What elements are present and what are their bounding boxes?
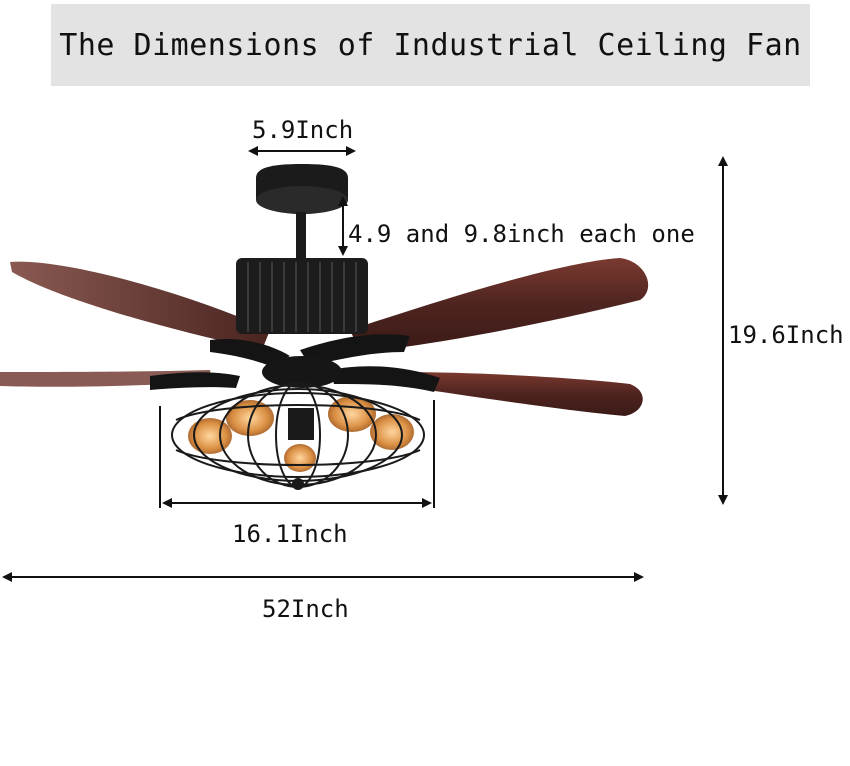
downrod — [296, 212, 306, 260]
motor-housing — [236, 258, 368, 334]
bulb-right — [370, 414, 414, 450]
blade-right-lower — [400, 372, 643, 416]
dimension-lines — [2, 146, 728, 582]
label-span: 52Inch — [262, 595, 349, 623]
fan-motor — [150, 164, 440, 392]
label-total-height: 19.6Inch — [728, 321, 844, 349]
blade-left-upper — [10, 261, 270, 350]
label-top-width: 5.9Inch — [252, 116, 354, 144]
label-height-range: 4.9 and 9.8inch each one — [348, 220, 695, 248]
title-banner: The Dimensions of Industrial Ceiling Fan — [51, 4, 810, 86]
page-title: The Dimensions of Industrial Ceiling Fan — [59, 27, 802, 63]
light-cage — [171, 382, 425, 490]
bulb-bottom — [284, 444, 316, 472]
blade-right-upper — [350, 258, 649, 352]
label-cage-width: 16.1Inch — [232, 520, 348, 548]
